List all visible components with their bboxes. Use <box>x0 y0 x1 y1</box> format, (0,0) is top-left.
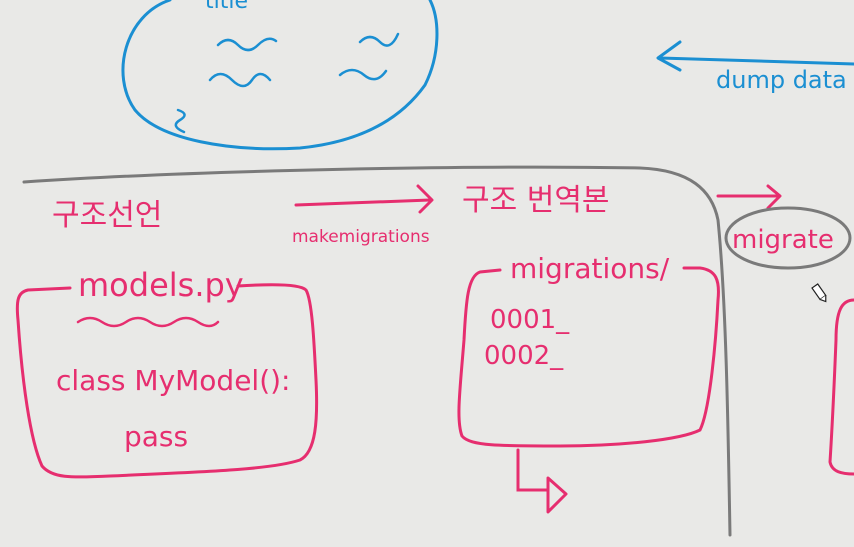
makemigrations-arrow-shaft <box>294 198 432 207</box>
migrations-box-title: migrations/ <box>510 252 670 285</box>
models-box-outline <box>15 283 319 479</box>
migration-file-2: 0002_ <box>484 341 564 371</box>
migrate-arrow-head-icon <box>766 184 782 210</box>
right-partial-box <box>828 298 854 476</box>
squiggle-4 <box>338 68 388 81</box>
pen-cursor-icon <box>811 283 827 303</box>
left-arrow-head-icon <box>656 40 682 72</box>
squiggle-3 <box>358 32 400 47</box>
migrate-circle <box>724 206 852 270</box>
models-code-line1: class MyModel(): <box>56 364 291 397</box>
left-arrow-shaft <box>658 56 854 66</box>
struct-decl-label: 구조선언 <box>52 198 162 233</box>
migrations-box-outline <box>457 266 720 448</box>
makemigrations-label: makemigrations <box>292 227 430 247</box>
top-blob-group: title <box>121 0 439 151</box>
migrations-box: migrations/ 0001_ 0002_ <box>457 252 720 514</box>
region-outline <box>22 165 732 537</box>
migrate-label: migrate <box>732 225 834 255</box>
models-title-wavy-underline <box>76 316 220 328</box>
migrations-output-arrow-icon <box>546 476 568 514</box>
makemigrations-arrow-head-icon <box>416 184 434 214</box>
models-code-line2: pass <box>124 420 188 453</box>
dump-data-group: dump data <box>656 40 854 94</box>
models-box: models.py class MyModel(): pass <box>15 266 319 479</box>
dump-data-label: dump data <box>716 66 847 94</box>
models-box-title: models.py <box>78 266 244 304</box>
migrations-down-connector <box>516 448 550 492</box>
migration-file-1: 0001_ <box>490 305 570 335</box>
squiggle-5 <box>174 108 186 134</box>
squiggle-1 <box>216 37 278 52</box>
top-blob-partial-text: title <box>205 0 248 14</box>
struct-translation-label: 구조 번역본 <box>462 183 610 218</box>
top-blob-outline <box>121 0 439 151</box>
squiggle-2 <box>208 72 272 88</box>
